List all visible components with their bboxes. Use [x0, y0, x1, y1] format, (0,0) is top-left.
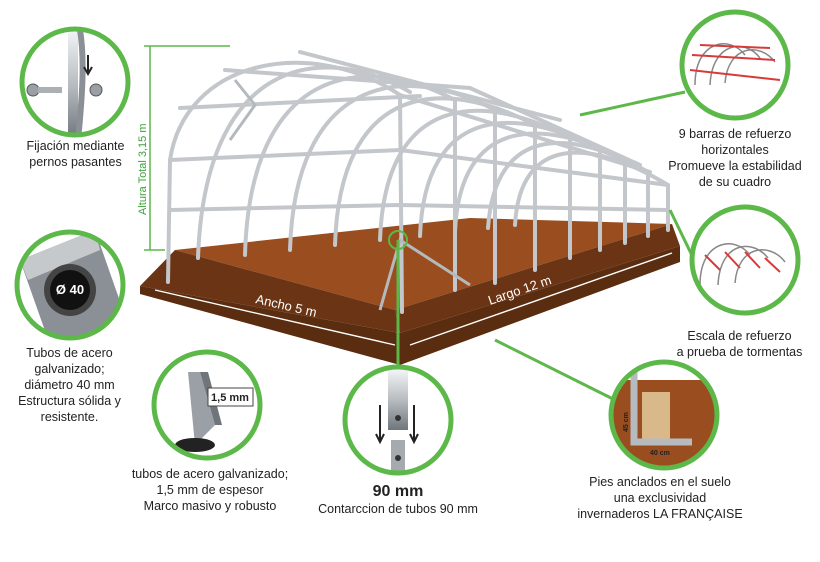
thickness-caption: tubos de acero galvanizado; 1,5 mm de es… — [110, 466, 310, 514]
caption-line: Tubos de acero — [26, 346, 113, 360]
base-dimensions — [154, 252, 673, 346]
caption-line: invernaderos LA FRANÇAISE — [577, 507, 743, 521]
caption-line: Promueve la estabilidad — [668, 159, 802, 173]
height-label: Altura Total 3,15 m — [137, 123, 149, 215]
bolt-fixing-icon — [26, 55, 103, 97]
caption-line: Fijación mediante — [26, 139, 125, 153]
feet-width-label: 40 cm — [650, 450, 670, 457]
thickness-badge: 1,5 mm — [211, 392, 249, 404]
joint-caption: Contarccion de tubos 90 mm — [293, 501, 503, 517]
caption-line: de su cuadro — [698, 175, 772, 189]
caption-line: horizontales — [701, 143, 769, 157]
caption-line: 9 barras de refuerzo — [678, 127, 792, 141]
feet-depth-label: 45 cm — [623, 412, 630, 432]
storm-callout-circle — [689, 204, 801, 316]
diameter-badge: Ø 40 — [56, 282, 84, 297]
caption-line: pernos pasantes — [29, 155, 122, 169]
bars-callout-circle — [679, 9, 791, 121]
feet-callout-circle: 45 cm 40 cm — [608, 359, 720, 471]
feet-caption: Pies anclados en el suelo una exclusivid… — [550, 474, 770, 522]
caption-line: Estructura sólida y — [18, 394, 121, 408]
bars-caption: 9 barras de refuerzo horizontales Promue… — [655, 126, 815, 190]
caption-line: Escala de refuerzo — [687, 329, 792, 343]
thickness-callout-circle: 1,5 mm — [151, 349, 263, 461]
caption-line: diámetro 40 mm — [24, 378, 115, 392]
caption-line: Contarccion de tubos 90 mm — [318, 502, 478, 516]
joint-callout-circle — [342, 364, 454, 476]
storm-caption: Escala de refuerzo a prueba de tormentas — [662, 328, 817, 360]
caption-line: una exclusividad — [613, 491, 707, 505]
caption-line: Pies anclados en el suelo — [589, 475, 731, 489]
caption-line: Marco masivo y robusto — [143, 499, 277, 513]
bolts-caption: Fijación mediante pernos pasantes — [8, 138, 143, 170]
bolt-callout-circle — [19, 26, 131, 138]
door-braces — [228, 79, 471, 311]
caption-line: tubos de acero galvanizado; — [131, 467, 289, 481]
joint-title: 90 mm — [372, 483, 424, 500]
diameter-callout-circle: Ø 40 — [14, 229, 126, 341]
height-dimension — [144, 45, 230, 251]
caption-line: 1,5 mm de espesor — [156, 483, 264, 497]
soil-base — [140, 218, 680, 365]
diameter-caption: Tubos de acero galvanizado; diámetro 40 … — [2, 345, 137, 425]
caption-line: resistente. — [40, 410, 99, 424]
greenhouse-frame — [166, 50, 670, 314]
caption-line: galvanizado; — [34, 362, 105, 376]
caption-line: a prueba de tormentas — [676, 345, 803, 359]
